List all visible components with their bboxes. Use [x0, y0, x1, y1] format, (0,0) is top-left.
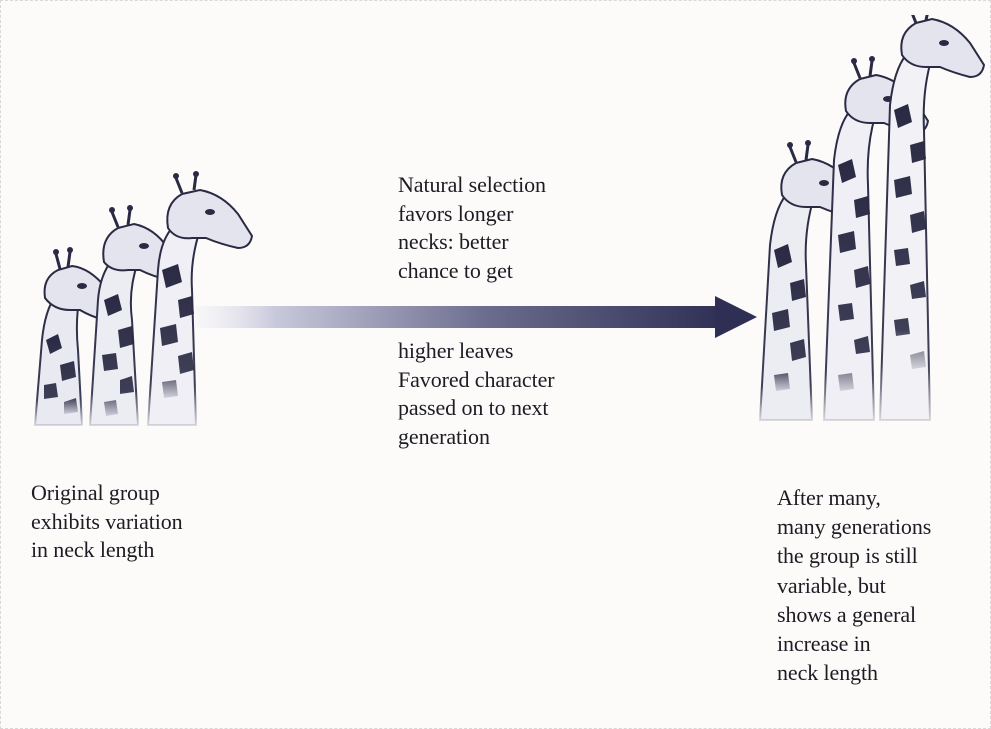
caption-line: exhibits variation [31, 508, 183, 537]
right-giraffe-group-icon [740, 15, 990, 425]
caption-line: higher leaves [398, 337, 554, 366]
caption-line: After many, [777, 483, 931, 512]
caption-line: passed on to next [398, 394, 554, 423]
caption-line: generation [398, 423, 554, 452]
caption-line: shows a general [777, 600, 931, 629]
caption-line: neck length [777, 658, 931, 687]
caption-line: variable, but [777, 571, 931, 600]
caption-line: the group is still [777, 541, 931, 570]
caption-line: necks: better [398, 228, 546, 257]
caption-line: in neck length [31, 536, 183, 565]
caption-line: Favored character [398, 366, 554, 395]
caption-line: many generations [777, 512, 931, 541]
selection-caption-bottom: higher leaves Favored character passed o… [398, 337, 554, 451]
caption-line: chance to get [398, 257, 546, 286]
result-group-caption: After many, many generations the group i… [777, 483, 931, 687]
original-group-caption: Original group exhibits variation in nec… [31, 479, 183, 565]
caption-line: increase in [777, 629, 931, 658]
arrow-shaft [195, 306, 725, 328]
selection-caption-top: Natural selection favors longer necks: b… [398, 171, 546, 285]
caption-line: favors longer [398, 200, 546, 229]
caption-line: Natural selection [398, 171, 546, 200]
caption-line: Original group [31, 479, 183, 508]
giraffe-tall-icon [880, 15, 984, 420]
